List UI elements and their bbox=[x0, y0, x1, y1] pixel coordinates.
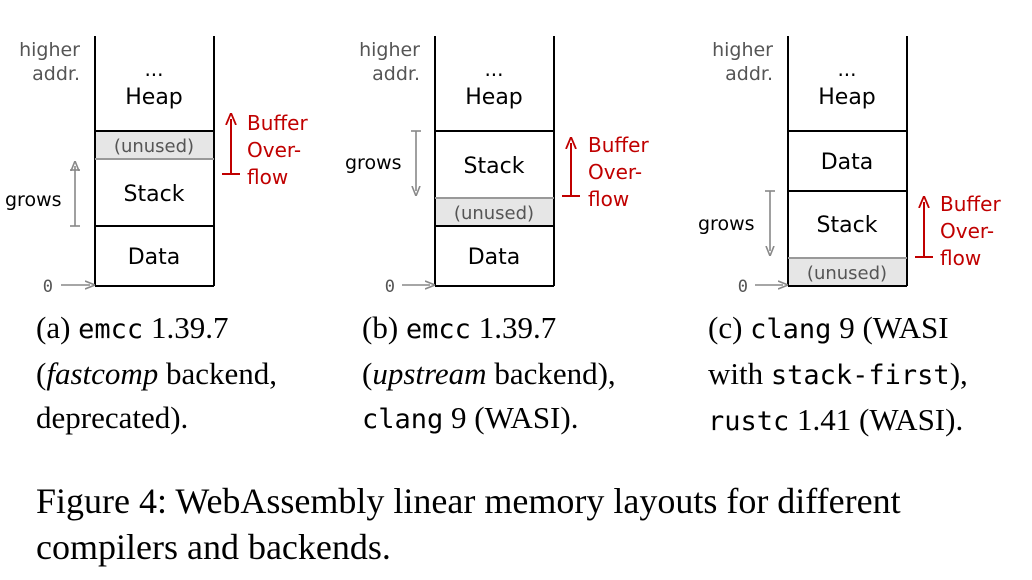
higher-addr-label: addr. bbox=[725, 63, 773, 85]
higher-addr-label: addr. bbox=[372, 63, 420, 85]
zero-address-label: 0 bbox=[43, 277, 53, 297]
grows-label: grows bbox=[345, 152, 402, 174]
figure-caption-line: compilers and backends. bbox=[36, 527, 391, 567]
heap-label: Heap bbox=[465, 85, 523, 110]
heap-label: Heap bbox=[125, 85, 183, 110]
stack-label: Stack bbox=[464, 154, 525, 179]
data-label: Data bbox=[468, 245, 521, 270]
unused-region bbox=[435, 198, 554, 226]
diagram-a: higher addr. ... Heap (unused) Stack Dat… bbox=[5, 36, 308, 297]
subcaption-line: rustc 1.41 (WASI). bbox=[708, 402, 964, 437]
data-label: Data bbox=[821, 150, 874, 175]
buffer-overflow-label: flow bbox=[588, 187, 629, 211]
buffer-overflow-label: Buffer bbox=[588, 133, 649, 157]
buffer-overflow-label: Over- bbox=[940, 219, 994, 243]
zero-address-label: 0 bbox=[385, 277, 395, 297]
figure-caption-line: Figure 4: WebAssembly linear memory layo… bbox=[36, 481, 901, 521]
figure-caption: Figure 4: WebAssembly linear memory layo… bbox=[36, 478, 901, 570]
subcaption-line: with stack-first), bbox=[708, 356, 968, 391]
subcaption-line: (a) emcc 1.39.7 bbox=[36, 310, 229, 345]
buffer-overflow-label: flow bbox=[247, 165, 288, 189]
zero-address-label: 0 bbox=[738, 277, 748, 297]
subcaption-line: deprecated). bbox=[36, 400, 189, 435]
buffer-overflow-label: Over- bbox=[588, 160, 642, 184]
buffer-overflow-label: Buffer bbox=[940, 192, 1001, 216]
buffer-overflow-label: Over- bbox=[247, 138, 301, 162]
subcaption-line: (fastcomp backend, bbox=[36, 356, 278, 391]
diagram-c: higher addr. ... Heap Data Stack (unused… bbox=[698, 36, 1001, 297]
subcaption-line: clang 9 (WASI). bbox=[362, 400, 579, 435]
subcaption-line: (upstream backend), bbox=[362, 356, 616, 391]
unused-label: (unused) bbox=[114, 136, 194, 157]
higher-addr-label: higher bbox=[19, 39, 80, 61]
grows-label: grows bbox=[698, 213, 755, 235]
subcaption-line: (b) emcc 1.39.7 bbox=[362, 310, 557, 345]
buffer-overflow-label: flow bbox=[940, 246, 981, 270]
heap-label: Heap bbox=[818, 85, 876, 110]
ellipsis: ... bbox=[144, 57, 163, 81]
unused-label: (unused) bbox=[807, 263, 887, 284]
ellipsis: ... bbox=[484, 57, 503, 81]
diagram-b: higher addr. ... Heap Stack (unused) Dat… bbox=[345, 36, 649, 297]
higher-addr-label: higher bbox=[712, 39, 773, 61]
subcaption-c: (c) clang 9 (WASI with stack-first), rus… bbox=[708, 306, 968, 444]
subcaption-a: (a) emcc 1.39.7 (fastcomp backend, depre… bbox=[36, 306, 277, 440]
stack-label: Stack bbox=[817, 213, 878, 238]
subcaption-line: (c) clang 9 (WASI bbox=[708, 310, 949, 345]
subcaption-b: (b) emcc 1.39.7 (upstream backend), clan… bbox=[362, 306, 616, 442]
higher-addr-label: addr. bbox=[32, 63, 80, 85]
ellipsis: ... bbox=[837, 57, 856, 81]
unused-region bbox=[788, 258, 907, 286]
grows-label: grows bbox=[5, 189, 62, 211]
stack-label: Stack bbox=[124, 182, 185, 207]
data-label: Data bbox=[128, 245, 181, 270]
higher-addr-label: higher bbox=[359, 39, 420, 61]
unused-region bbox=[95, 131, 214, 159]
unused-label: (unused) bbox=[454, 203, 534, 224]
buffer-overflow-label: Buffer bbox=[247, 111, 308, 135]
